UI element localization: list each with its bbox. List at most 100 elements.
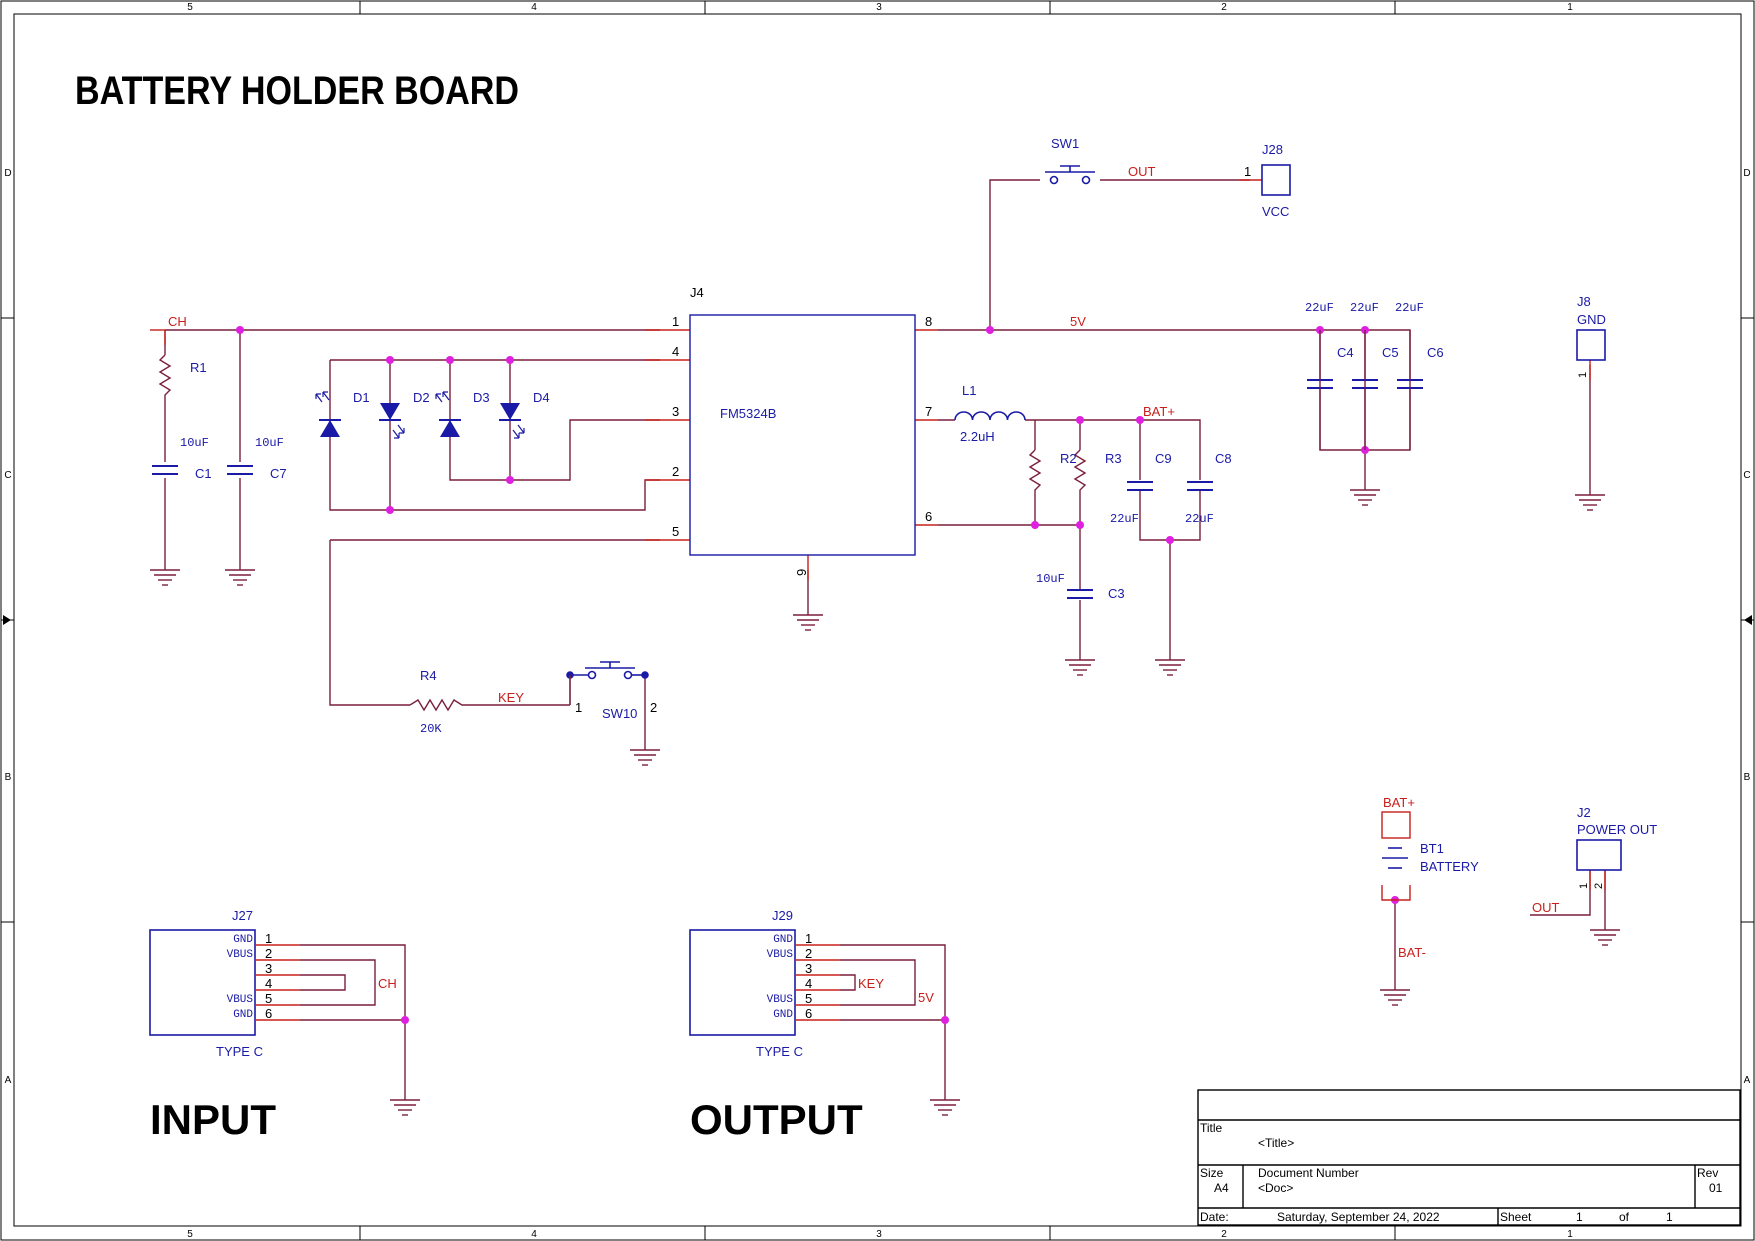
ic-pin-9: 9 [794, 569, 809, 576]
pin-stubs [150, 179, 1606, 890]
j29-pin-name-2: VBUS [767, 949, 794, 961]
ic-part: FM5324B [720, 406, 776, 421]
r4-symbol [409, 698, 470, 712]
tb-docnum-value: <Doc> [1258, 1181, 1293, 1195]
c4-ref: C4 [1337, 345, 1354, 360]
zone-top-3: 3 [876, 2, 882, 13]
gnd-sw10-icon [630, 745, 660, 766]
bt1-ref: BT1 [1420, 841, 1444, 856]
tb-rev-label: Rev [1697, 1166, 1718, 1180]
d1-ref: D1 [353, 390, 370, 405]
ic-pin-3: 3 [672, 404, 679, 419]
bt1-minus-bracket [1381, 885, 1411, 901]
sw10-pin1: 1 [575, 700, 582, 715]
zone-top-1: 1 [1567, 2, 1573, 13]
r1-ref: R1 [190, 360, 207, 375]
c8-symbol [1187, 481, 1213, 491]
c1-ref: C1 [195, 466, 212, 481]
net-bat-plus: BAT+ [1143, 404, 1175, 419]
net-key: KEY [498, 690, 524, 705]
ic-pin-4: 4 [672, 344, 679, 359]
zone-bottom-2: 2 [1221, 1229, 1227, 1240]
j27-body [149, 929, 256, 1036]
l1-ref: L1 [962, 383, 976, 398]
ic-ref: J4 [690, 285, 704, 300]
c4-value: 22uF [1305, 301, 1334, 315]
led-d4 [499, 403, 525, 439]
j27-ref: J27 [232, 908, 253, 923]
gnd-c7-icon [225, 569, 255, 586]
sw1-symbol [1045, 165, 1095, 185]
j29-pin-2: 2 [805, 946, 812, 961]
gnd-c9c8-icon [1155, 655, 1185, 676]
c3-symbol [1067, 589, 1093, 599]
j27-type: TYPE C [216, 1044, 263, 1059]
net-out: OUT [1128, 164, 1156, 179]
j27-pin-name-1: GND [233, 934, 253, 946]
j27-pin-name-6: GND [233, 1009, 253, 1021]
left-center-arrow [3, 615, 11, 625]
section-input: INPUT [150, 1096, 276, 1143]
gnd-bt1-icon [1380, 985, 1410, 1006]
j27-pin-name-5: VBUS [227, 994, 254, 1006]
r1-symbol [158, 354, 172, 400]
r2-ref: R2 [1060, 451, 1077, 466]
bt1-symbol [1382, 847, 1408, 869]
bt1-value: BATTERY [1420, 859, 1479, 874]
c6-value: 22uF [1395, 301, 1424, 315]
tb-size-label: Size [1200, 1166, 1224, 1180]
j2-value: POWER OUT [1577, 822, 1657, 837]
gnd-j29-icon [930, 1095, 960, 1116]
c9-value: 22uF [1110, 512, 1139, 526]
bt1-plus-box [1381, 811, 1411, 839]
j8-value: GND [1577, 312, 1606, 327]
j27-pin-6: 6 [265, 1006, 272, 1021]
row-left-c: C [4, 470, 11, 481]
j29-ref: J29 [772, 908, 793, 923]
section-output: OUTPUT [690, 1096, 863, 1143]
ic-body [689, 314, 916, 556]
r3-ref: R3 [1105, 451, 1122, 466]
zone-top-2: 2 [1221, 2, 1227, 13]
r4-ref: R4 [420, 668, 437, 683]
row-left-a: A [5, 1075, 12, 1086]
c8-ref: C8 [1215, 451, 1232, 466]
gnd-c1-icon [150, 569, 180, 586]
c3-ref: C3 [1108, 586, 1125, 601]
net-bat-minus: BAT- [1398, 945, 1426, 960]
zone-top-5: 5 [187, 2, 193, 13]
r2-symbol [1028, 449, 1042, 500]
capacitor-symbols [152, 379, 1423, 599]
j28-body [1261, 164, 1291, 196]
c5-value: 22uF [1350, 301, 1379, 315]
tb-sheet-total: 1 [1666, 1210, 1673, 1224]
row-right-d: D [1743, 168, 1750, 179]
j29-pin-4: 4 [805, 976, 812, 991]
j27-pin-3: 3 [265, 961, 272, 976]
gnd-j27-icon [390, 1095, 420, 1116]
j2-pin2: 2 [1593, 883, 1605, 889]
zone-bottom-5: 5 [187, 1229, 193, 1240]
j29-body [689, 929, 796, 1036]
j2-body [1576, 839, 1622, 871]
j27-pin-name-2: VBUS [227, 949, 254, 961]
tb-title-value: <Title> [1258, 1136, 1294, 1150]
c1-value: 10uF [180, 436, 209, 450]
tb-of-label: of [1619, 1210, 1630, 1224]
ic-pin-1: 1 [672, 314, 679, 329]
tb-title-label: Title [1200, 1121, 1223, 1135]
net-ch: CH [168, 314, 187, 329]
l1-inductor [954, 411, 1026, 421]
c8-value: 22uF [1185, 512, 1214, 526]
d3-ref: D3 [473, 390, 490, 405]
sw10-pin2: 2 [650, 700, 657, 715]
r3-symbol [1073, 449, 1087, 500]
ic-pin-5: 5 [672, 524, 679, 539]
led-d1 [315, 391, 341, 437]
tb-date-value: Saturday, September 24, 2022 [1277, 1210, 1440, 1224]
j8-body [1576, 329, 1606, 361]
tb-docnum-label: Document Number [1258, 1166, 1359, 1180]
c7-ref: C7 [270, 466, 287, 481]
